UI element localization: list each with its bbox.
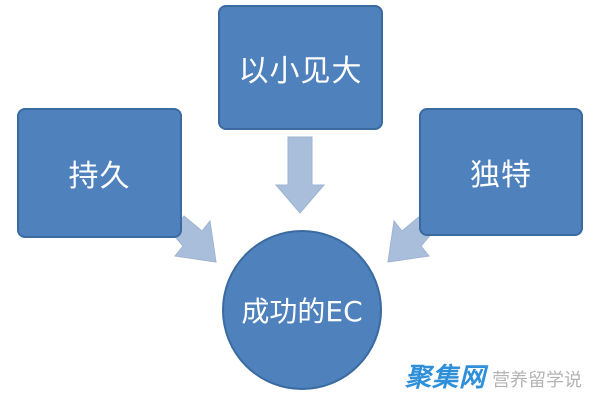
node-right-label: 独特	[470, 158, 532, 193]
node-top-label: 以小见大	[238, 53, 363, 89]
node-top: 以小见大	[218, 5, 383, 130]
arrow-top-down	[274, 136, 326, 214]
watermark: 聚集网 营养留学说	[405, 357, 582, 394]
node-center: 成功的EC	[222, 230, 382, 390]
node-right: 独特	[419, 108, 583, 236]
node-center-label: 成功的EC	[241, 295, 363, 328]
watermark-logo: 聚集网	[404, 363, 486, 393]
node-left: 持久	[17, 108, 182, 238]
watermark-text: 营养留学说	[492, 370, 582, 391]
arrow-left-diagonal	[170, 215, 217, 263]
node-left-label: 持久	[68, 159, 131, 194]
